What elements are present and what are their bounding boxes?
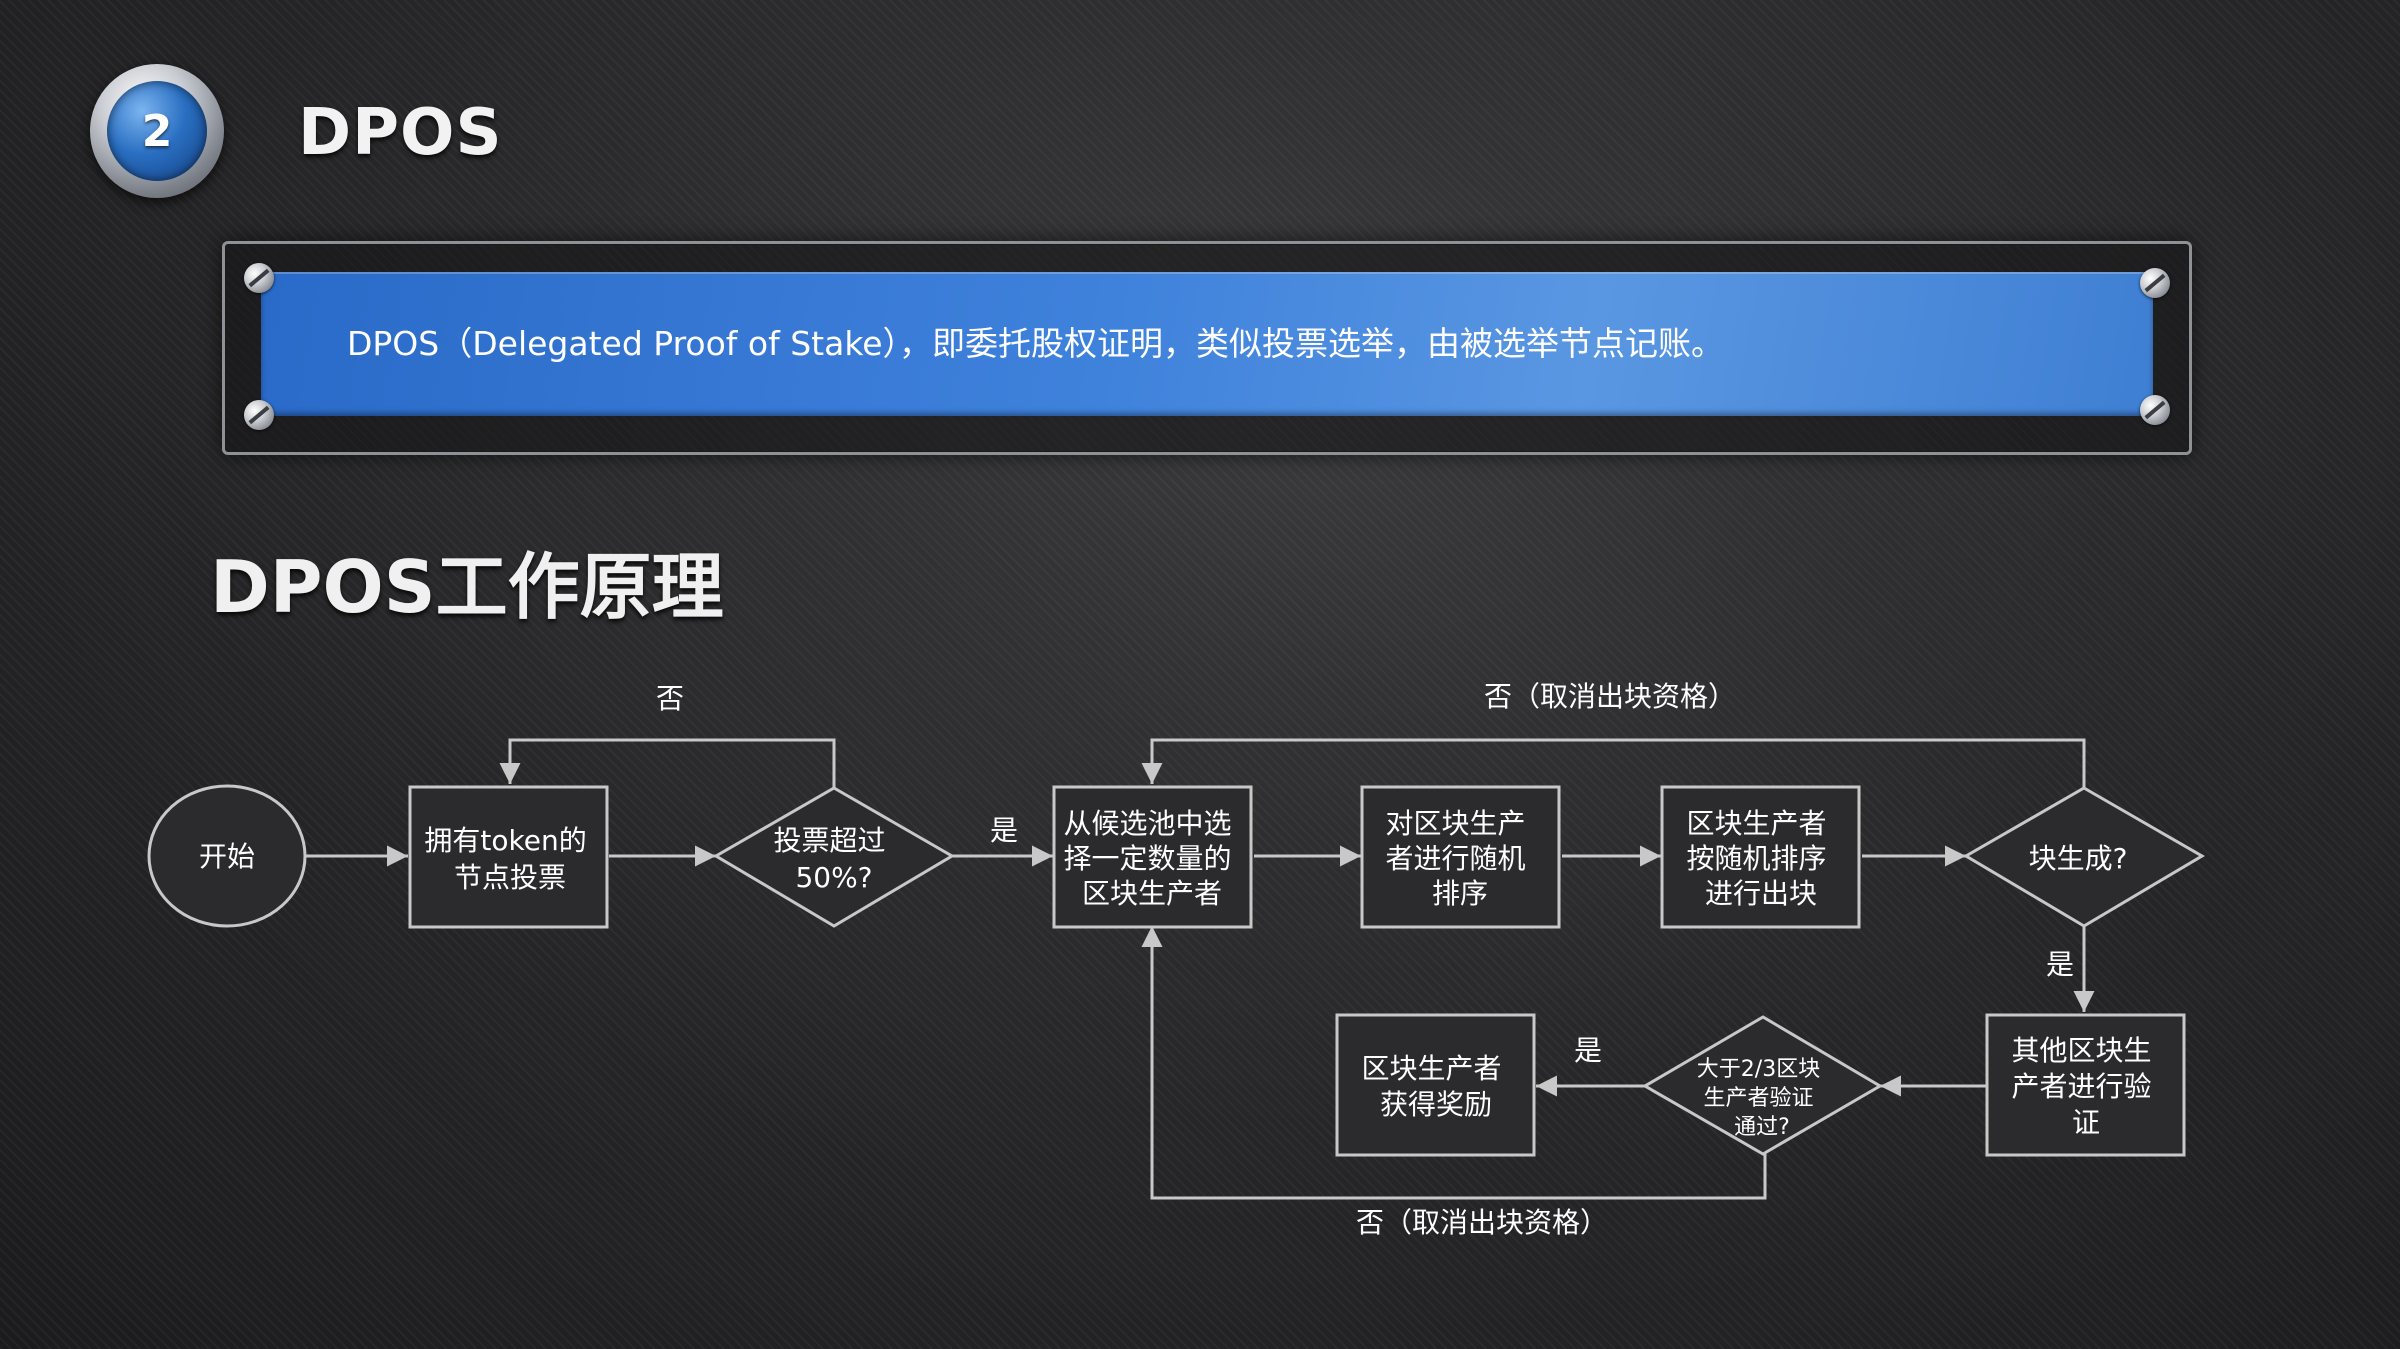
section-number-badge: 2 xyxy=(90,64,224,198)
node-produce-label: 区块生产者 按随机排序 进行出块 xyxy=(1687,807,1836,910)
node-reward xyxy=(1335,1013,1536,1157)
arrow-verify-no-loop xyxy=(1141,926,1767,1200)
node-vote-label: 拥有token的 节点投票 xyxy=(424,824,595,894)
node-reward-label: 区块生产者 获得奖励 xyxy=(1362,1052,1511,1121)
node-verify-check xyxy=(1642,1015,1883,1156)
section-title: DPOS工作原理 xyxy=(210,545,724,629)
arrow-block-no-loop xyxy=(1141,738,2086,788)
edge-label-no-vote: 否 xyxy=(656,682,684,715)
edge-label-yes-verify: 是 xyxy=(1574,1034,1602,1067)
screw-icon xyxy=(244,263,274,293)
node-block-check xyxy=(1963,786,2205,928)
page-title: DPOS xyxy=(298,96,503,170)
edge-label-no-block: 否（取消出块资格） xyxy=(1484,680,1736,713)
node-select-label: 从候选池中选 择一定数量的 区块生产者 xyxy=(1064,807,1241,910)
screw-icon xyxy=(2140,268,2170,298)
section-number: 2 xyxy=(107,81,207,181)
node-vote-check xyxy=(713,786,955,928)
edge-label-yes-vote: 是 xyxy=(990,814,1018,847)
definition-text: DPOS（Delegated Proof of Stake），即委托股权证明，类… xyxy=(347,324,1725,363)
screw-icon xyxy=(244,400,274,430)
node-sort xyxy=(1360,785,1561,929)
node-vote-check-label: 投票超过 50%? xyxy=(774,824,895,894)
screw-icon xyxy=(2140,395,2170,425)
definition-banner: DPOS（Delegated Proof of Stake），即委托股权证明，类… xyxy=(222,241,2192,455)
arrow-check-no-loop xyxy=(499,738,836,788)
definition-banner-panel: DPOS（Delegated Proof of Stake），即委托股权证明，类… xyxy=(261,272,2153,416)
edge-label-yes-block: 是 xyxy=(2046,948,2074,981)
node-sort-label: 对区块生产 者进行随机 排序 xyxy=(1386,807,1535,910)
node-verify-check-label: 大于2/3区块 生产者验证 通过? xyxy=(1697,1057,1827,1140)
edge-label-no-verify: 否（取消出块资格） xyxy=(1356,1206,1608,1239)
node-select xyxy=(1052,785,1253,929)
node-block-check-label: 块生成? xyxy=(2029,842,2128,875)
node-start-label: 开始 xyxy=(199,840,255,873)
node-start xyxy=(147,784,307,928)
node-verify-label: 其他区块生 产者进行验 证 xyxy=(2012,1034,2161,1139)
node-verify xyxy=(1985,1013,2186,1157)
node-produce xyxy=(1660,785,1861,929)
node-vote xyxy=(408,785,609,929)
